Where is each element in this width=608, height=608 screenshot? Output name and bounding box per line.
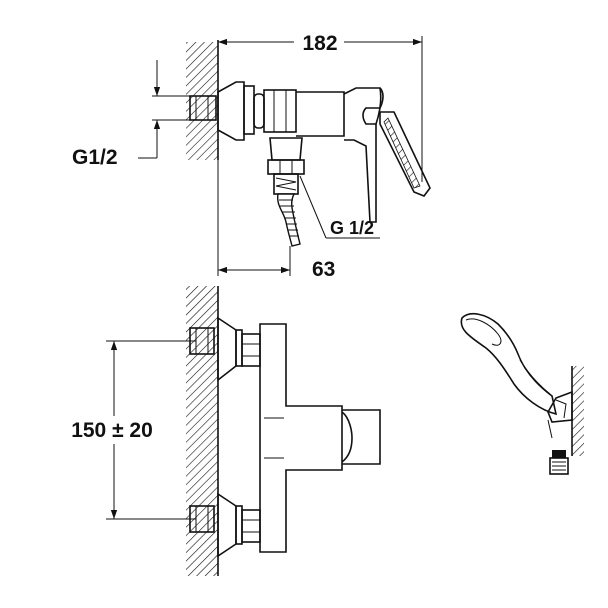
mixer-body-top [296, 87, 384, 223]
lower-inlet-front [189, 492, 261, 558]
dimension-63: 63 [217, 160, 335, 281]
front-view: 150 ± 20 [60, 286, 381, 576]
mixer-body-front [259, 323, 343, 553]
inlet-thread-label: G1/2 [72, 146, 118, 169]
hand-shower [460, 312, 558, 439]
hex-nut-top [253, 89, 297, 133]
escutcheon-top [217, 81, 245, 141]
center-distance-label: 150 ± 20 [71, 419, 153, 442]
dimension-center-distance: 150 ± 20 [60, 340, 196, 520]
outlet-thread-label: G 1/2 [330, 218, 374, 238]
inlet-nipple-top [189, 95, 217, 121]
dimension-182: 182 [218, 30, 423, 182]
dimension-182-label: 182 [302, 32, 337, 55]
wall-bracket [547, 390, 573, 423]
lever-base-front [341, 409, 381, 465]
wall-hatch-shower [571, 366, 584, 456]
dimension-inlet-thread: G1/2 [72, 60, 190, 169]
hose-nut [549, 450, 569, 475]
dimension-outlet-thread: G 1/2 [299, 175, 380, 239]
outlet-union-top [267, 137, 305, 195]
lever-handle-top [379, 111, 431, 197]
hand-shower-view [460, 312, 584, 475]
wall-hatch-top [186, 40, 219, 160]
top-view: 182 63 G1/2 G 1/2 [72, 30, 431, 281]
dimension-63-label: 63 [312, 258, 335, 281]
shower-hose-top [276, 193, 301, 247]
